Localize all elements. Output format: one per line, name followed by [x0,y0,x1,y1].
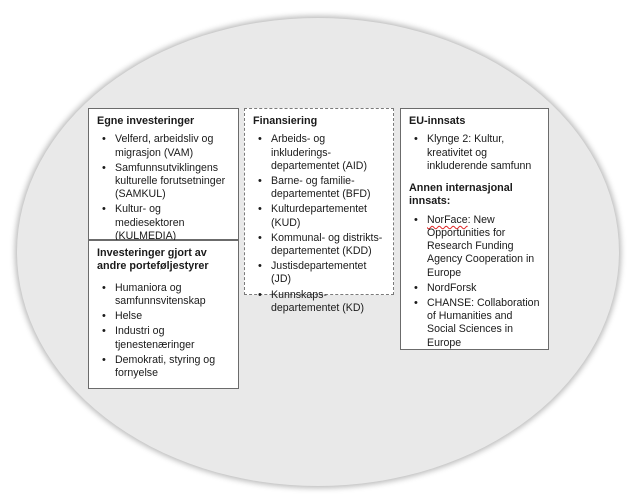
list-item: NordForsk [409,282,541,295]
norface-name: NorFace [427,213,468,226]
annen-internasjonal-list: NorFace: New Opportunities for Research … [409,214,541,350]
andre-portefoljestyrer-box: Investeringer gjort av andre porteføljes… [88,240,239,389]
list-item: Helse [97,310,231,323]
annen-internasjonal-title: Annen internasjonal innsats: [409,182,513,208]
list-item: Samfunnsutviklingens kulturelle forutset… [97,162,231,202]
list-item: Kultur- og mediesektoren (KULMEDIA) [97,203,231,243]
chanse-label: CHANSE: Collaboration of Humanities and … [427,297,540,349]
andre-portefoljestyrer-title: Investeringer gjort av andre porteføljes… [97,247,209,273]
egne-investeringer-title: Egne investeringer [97,115,195,127]
list-item: Demokrati, styring og fornyelse [97,354,231,380]
list-item: Humaniora og samfunnsvitenskap [97,282,231,308]
list-item: Arbeids- og inkluderings-departementet (… [253,133,386,173]
eu-innsats-box: EU-innsats Klynge 2: Kultur, kreativitet… [400,108,549,350]
eu-innsats-list: Klynge 2: Kultur, kreativitet og inklude… [409,133,541,173]
list-item: Klynge 2: Kultur, kreativitet og inklude… [409,133,541,173]
list-item: Kulturdepartementet (KUD) [253,203,386,229]
nordforsk-label: NordForsk [427,281,477,294]
egne-investeringer-box: Egne investeringer Velferd, arbeidsliv o… [88,108,239,243]
list-item: Justisdepartementet (JD) [253,260,386,286]
egne-investeringer-list: Velferd, arbeidsliv og migrasjon (VAM) S… [97,133,231,243]
list-item: Velferd, arbeidsliv og migrasjon (VAM) [97,133,231,159]
list-item: Barne- og familie-departementet (BFD) [253,175,386,201]
finansiering-list: Arbeids- og inkluderings-departementet (… [253,133,386,315]
andre-portefoljestyrer-list: Humaniora og samfunnsvitenskap Helse Ind… [97,282,231,380]
list-item: Industri og tjenestenæringer [97,325,231,351]
list-item: Kunnskaps-departementet (KD) [253,289,386,315]
finansiering-box: Finansiering Arbeids- og inkluderings-de… [244,108,394,314]
finansiering-title: Finansiering [253,115,318,127]
list-item: NorFace: New Opportunities for Research … [409,214,541,280]
list-item: CHANSE: Collaboration of Humanities and … [409,297,541,350]
norface-description: : New Opportunities for Research Funding… [427,213,535,279]
list-item: Kommunal- og distrikts-departementet (KD… [253,232,386,258]
eu-innsats-title: EU-innsats [409,115,466,127]
